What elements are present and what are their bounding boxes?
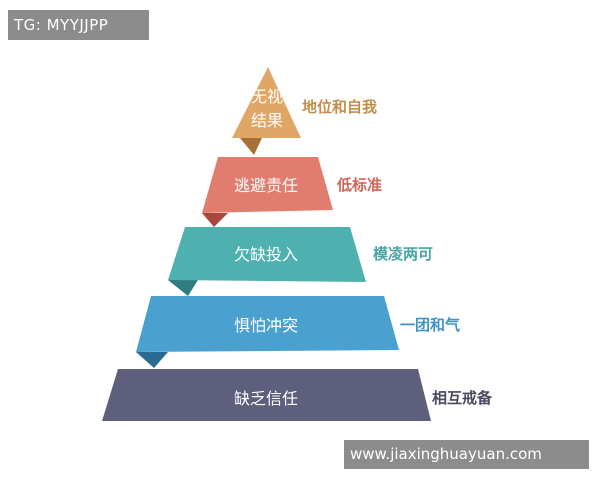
tier-5-shape [102, 369, 431, 421]
tier-2-fold [202, 213, 228, 227]
tier-4-fold [136, 352, 168, 368]
tier-3-label: 欠缺投入 [234, 245, 298, 264]
tier-3-side-label: 模凌两可 [373, 245, 433, 263]
pyramid-tier-4: 惧怕冲突 一团和气 [136, 296, 460, 368]
tier-4-shape [136, 296, 399, 352]
tier-5-label: 缺乏信任 [234, 389, 298, 408]
tier-1-fold [240, 138, 262, 155]
tier-1-label-line-2: 结果 [251, 111, 283, 130]
tier-2-label: 逃避责任 [234, 176, 298, 195]
tier-3-fold [168, 280, 198, 296]
pyramid-tier-3: 欠缺投入 模凌两可 [168, 227, 433, 296]
pyramid-tier-2: 逃避责任 低标准 [202, 157, 382, 227]
tier-3-shape [168, 227, 366, 282]
tg-badge: TG: MYYJJPP [8, 10, 149, 40]
tier-2-shape [202, 157, 333, 213]
tier-5-side-label: 相互戒备 [432, 389, 493, 407]
tier-2-side-label: 低标准 [336, 176, 382, 194]
tier-4-label: 惧怕冲突 [234, 316, 298, 335]
tier-1-side-label: 地位和自我 [302, 98, 377, 116]
pyramid-tier-5: 缺乏信任 相互戒备 [102, 369, 493, 421]
tier-1-shape [232, 67, 301, 138]
pyramid-tier-1: 无视 结果 地位和自我 [232, 67, 377, 155]
watermark-url: www.jiaxinghuayuan.com [344, 440, 589, 469]
tier-4-side-label: 一团和气 [400, 316, 460, 334]
tier-1-label-line-1: 无视 [251, 87, 283, 106]
